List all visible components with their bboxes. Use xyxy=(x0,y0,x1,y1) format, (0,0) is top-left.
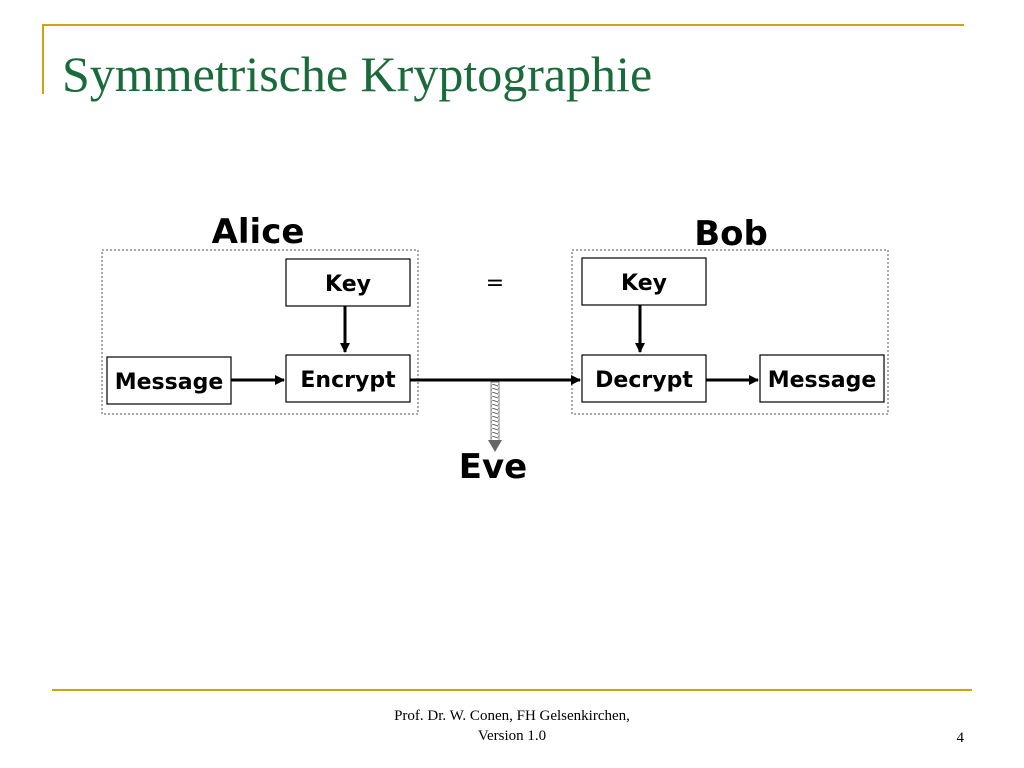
eve-label: Eve xyxy=(459,447,527,487)
bob-message-label: Message xyxy=(768,368,877,393)
alice-message-box xyxy=(106,356,232,405)
bob-key-box xyxy=(581,257,707,306)
eve-tap-line xyxy=(490,381,500,443)
title-frame-left-rule xyxy=(42,24,44,94)
bob-key-label: Key xyxy=(621,271,667,296)
footer-credit-line-1: Prof. Dr. W. Conen, FH Gelsenkirchen, xyxy=(394,708,630,724)
footer-credit: Prof. Dr. W. Conen, FH Gelsenkirchen, Ve… xyxy=(312,706,712,746)
encrypt-label: Encrypt xyxy=(300,368,396,393)
bob-label: Bob xyxy=(694,214,768,254)
alice-label: Alice xyxy=(212,212,305,252)
page-number: 4 xyxy=(956,730,965,746)
eve-tap-arrowhead xyxy=(488,440,502,452)
equals-sign: = xyxy=(486,271,504,296)
alice-key-box xyxy=(285,258,411,307)
title-frame-top-rule xyxy=(42,24,964,26)
footer-rule xyxy=(52,689,972,691)
alice-message-label: Message xyxy=(115,370,224,395)
decrypt-label: Decrypt xyxy=(595,368,693,393)
symmetric-crypto-diagram: Alice Bob = Key Key Message Encrypt Decr… xyxy=(90,200,910,500)
slide-title: Symmetrische Kryptographie xyxy=(62,46,653,102)
footer-credit-line-2: Version 1.0 xyxy=(477,728,547,744)
decrypt-box xyxy=(581,354,707,403)
alice-group-frame xyxy=(101,249,419,415)
encrypt-box xyxy=(285,354,411,403)
bob-message-box xyxy=(759,354,885,403)
alice-key-label: Key xyxy=(325,272,371,297)
bob-group-frame xyxy=(571,249,889,415)
